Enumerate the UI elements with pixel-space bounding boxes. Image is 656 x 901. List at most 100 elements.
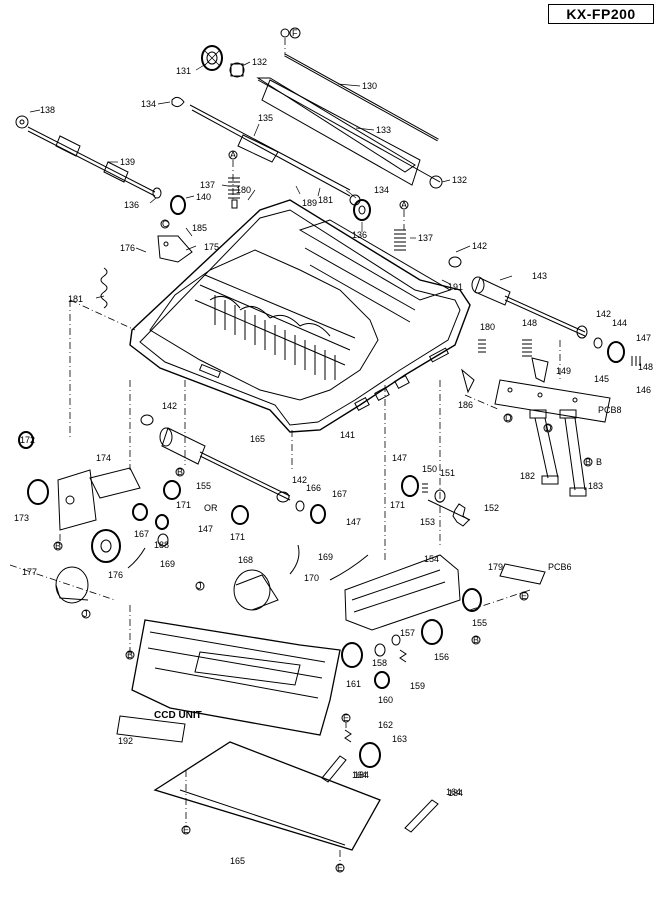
spring-137-left — [228, 177, 240, 209]
gear-155-right — [462, 588, 482, 612]
callout-183: 183 — [588, 481, 603, 491]
callout-169-left: 169 — [160, 559, 175, 569]
callout-147-right: 147 — [636, 333, 651, 343]
gear-140 — [170, 195, 186, 215]
holder-142-left-lower — [140, 414, 154, 426]
gear-171-left — [132, 503, 148, 521]
callout-171-right: 171 — [390, 500, 405, 510]
callout-138: 138 — [40, 105, 55, 115]
spring-150 — [422, 483, 428, 493]
label-pcb8: PCB8 — [598, 405, 622, 415]
callout-167-right: 167 — [332, 489, 347, 499]
screw-ref-e-1: E — [521, 591, 527, 601]
gear-145 — [607, 341, 625, 363]
gear-188 — [157, 533, 169, 547]
wire-189 — [127, 547, 146, 569]
spring-146 — [631, 356, 641, 366]
callout-154: 154 — [424, 554, 439, 564]
gear-156 — [421, 619, 443, 645]
gear-172 — [18, 431, 34, 449]
model-number-box: KX-FP200 — [548, 4, 654, 24]
callout-170: 170 — [304, 573, 319, 583]
callout-131: 131 — [176, 66, 191, 76]
callout-182: 182 — [520, 471, 535, 481]
callout-167-left: 167 — [134, 529, 149, 539]
callout-153: 153 — [420, 517, 435, 527]
harness-182 — [529, 409, 559, 485]
motor-168 — [233, 569, 279, 611]
callout-146: 146 — [636, 385, 651, 395]
bushing-157 — [391, 634, 401, 646]
screw-ref-d-1: D — [505, 413, 512, 423]
callout-164-right: 164 — [446, 787, 461, 797]
callout-130: 130 — [362, 81, 377, 91]
callout-191: 191 — [448, 282, 463, 292]
holder-142-top — [448, 256, 462, 268]
callout-148-top: 148 — [522, 318, 537, 328]
callout-145: 145 — [594, 374, 609, 384]
callout-165-bottom: 165 — [230, 856, 245, 866]
clip-138 — [15, 115, 29, 129]
gear-155-left — [163, 480, 181, 500]
callout-133: 133 — [376, 125, 391, 135]
wire-169 — [289, 544, 300, 575]
gear-160 — [374, 671, 390, 689]
gear-136 — [353, 199, 371, 221]
callout-188: 188 — [154, 540, 169, 550]
callout-159: 159 — [410, 681, 425, 691]
screw-ref-j-1: J — [197, 581, 202, 591]
screw-ref-a-left: A — [230, 150, 236, 160]
callout-134-top: 134 — [141, 99, 156, 109]
label-ccd-unit: CCD UNIT — [154, 710, 202, 721]
callout-171-left: 171 — [176, 500, 191, 510]
shaft-130 — [284, 53, 439, 142]
frame-154 — [344, 554, 461, 631]
roller-165 — [159, 427, 291, 501]
screw-ref-a-right: A — [401, 200, 407, 210]
gear-161 — [341, 642, 363, 668]
callout-135: 135 — [258, 113, 273, 123]
stopper-186 — [461, 368, 475, 394]
callout-180-top: 180 — [236, 185, 251, 195]
screw-ref-b-6: B — [596, 457, 602, 467]
spring-148 — [522, 339, 532, 357]
spring-137-right — [394, 229, 406, 251]
callout-labels: 130 131 132 132 133 134 134 135 136 136 … — [14, 57, 653, 866]
gear-171-mid — [155, 514, 169, 530]
gear-176 — [91, 529, 121, 563]
callout-180-right: 180 — [480, 322, 495, 332]
callout-156: 156 — [434, 652, 449, 662]
film-192 — [116, 715, 186, 743]
callout-185: 185 — [192, 223, 207, 233]
clip-134-top — [171, 96, 185, 108]
callout-149: 149 — [556, 366, 571, 376]
callout-141: 141 — [340, 430, 355, 440]
gear-171-right — [231, 505, 249, 525]
pcb-8 — [494, 379, 611, 423]
leader-lines — [29, 61, 513, 299]
callout-186: 186 — [458, 400, 473, 410]
screw-ref-f: F — [292, 28, 298, 38]
screw-ref-j-2: J — [83, 609, 88, 619]
callout-171-mid: 171 — [230, 532, 245, 542]
callout-140: 140 — [196, 192, 211, 202]
callout-132-right: 132 — [452, 175, 467, 185]
callout-158: 158 — [372, 658, 387, 668]
callout-175: 175 — [204, 242, 219, 252]
roller-139 — [27, 126, 162, 199]
gear-167 — [310, 504, 326, 524]
screw-ref-e-2: E — [343, 713, 349, 723]
callout-189: 189 — [302, 198, 317, 208]
screw-ref-b-2: B — [55, 541, 61, 551]
gear-158 — [374, 643, 386, 657]
callout-147-lower: 147 — [346, 517, 361, 527]
bushing-132-left — [229, 62, 245, 78]
callout-137-right: 137 — [418, 233, 433, 243]
shaft-135 — [189, 104, 351, 197]
callout-176-top: 176 — [120, 243, 135, 253]
callout-136-left: 136 — [124, 200, 139, 210]
callout-155-right: 155 — [472, 618, 487, 628]
callout-or: OR — [204, 503, 218, 513]
shaft-184-right — [404, 799, 439, 833]
holder-142-right — [576, 325, 588, 339]
